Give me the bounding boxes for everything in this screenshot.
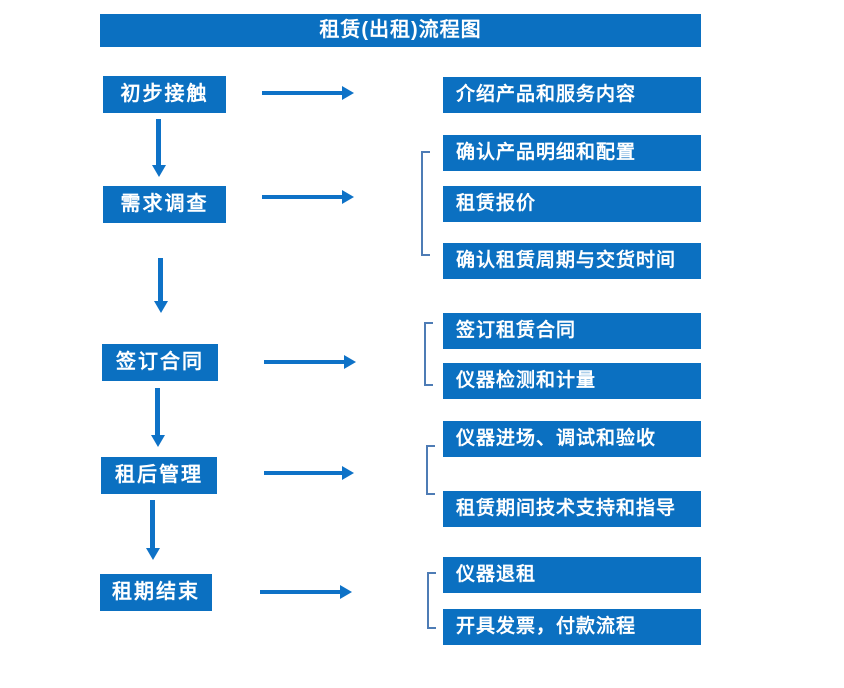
bracket-group-demand-survey [421,151,430,256]
arrow-right-icon-step4 [264,466,354,480]
arrow-down-icon-step3-to-step4 [150,388,165,447]
arrow-down-icon-step4-to-step5 [145,500,160,560]
detail-box-rental-period-tech-support: 租赁期间技术支持和指导 [443,491,701,527]
detail-box-confirm-rental-period-delivery: 确认租赁周期与交货时间 [443,243,701,279]
step-box-rental-end: 租期结束 [100,574,212,611]
arrow-right-icon-step5 [260,585,352,599]
detail-box-rental-quotation: 租赁报价 [443,186,701,222]
detail-box-invoice-payment-process: 开具发票，付款流程 [443,609,701,645]
detail-box-confirm-product-details-config: 确认产品明细和配置 [443,135,701,171]
step-box-initial-contact: 初步接触 [103,76,226,113]
bracket-group-rental-end [427,572,436,629]
arrow-down-icon-step2-to-step3 [153,258,168,313]
step-box-sign-contract: 签订合同 [102,344,218,381]
detail-box-instrument-return: 仪器退租 [443,557,701,593]
detail-box-sign-rental-contract: 签订租赁合同 [443,313,701,349]
step-box-post-rental-management: 租后管理 [101,457,217,494]
arrow-right-icon-step2 [262,190,354,204]
arrow-right-icon-step1 [262,86,354,100]
step-box-demand-survey: 需求调查 [103,186,226,223]
detail-box-instrument-arrival-debug-acceptance: 仪器进场、调试和验收 [443,421,701,457]
arrow-down-icon-step1-to-step2 [151,119,166,177]
detail-box-instrument-testing-metering: 仪器检测和计量 [443,363,701,399]
bracket-group-sign-contract [424,322,433,386]
detail-box-introduce-products-services: 介绍产品和服务内容 [443,77,701,113]
arrow-right-icon-step3 [264,355,356,369]
bracket-group-post-rental-management [426,445,435,495]
flowchart-title: 租赁(出租)流程图 [100,14,701,47]
